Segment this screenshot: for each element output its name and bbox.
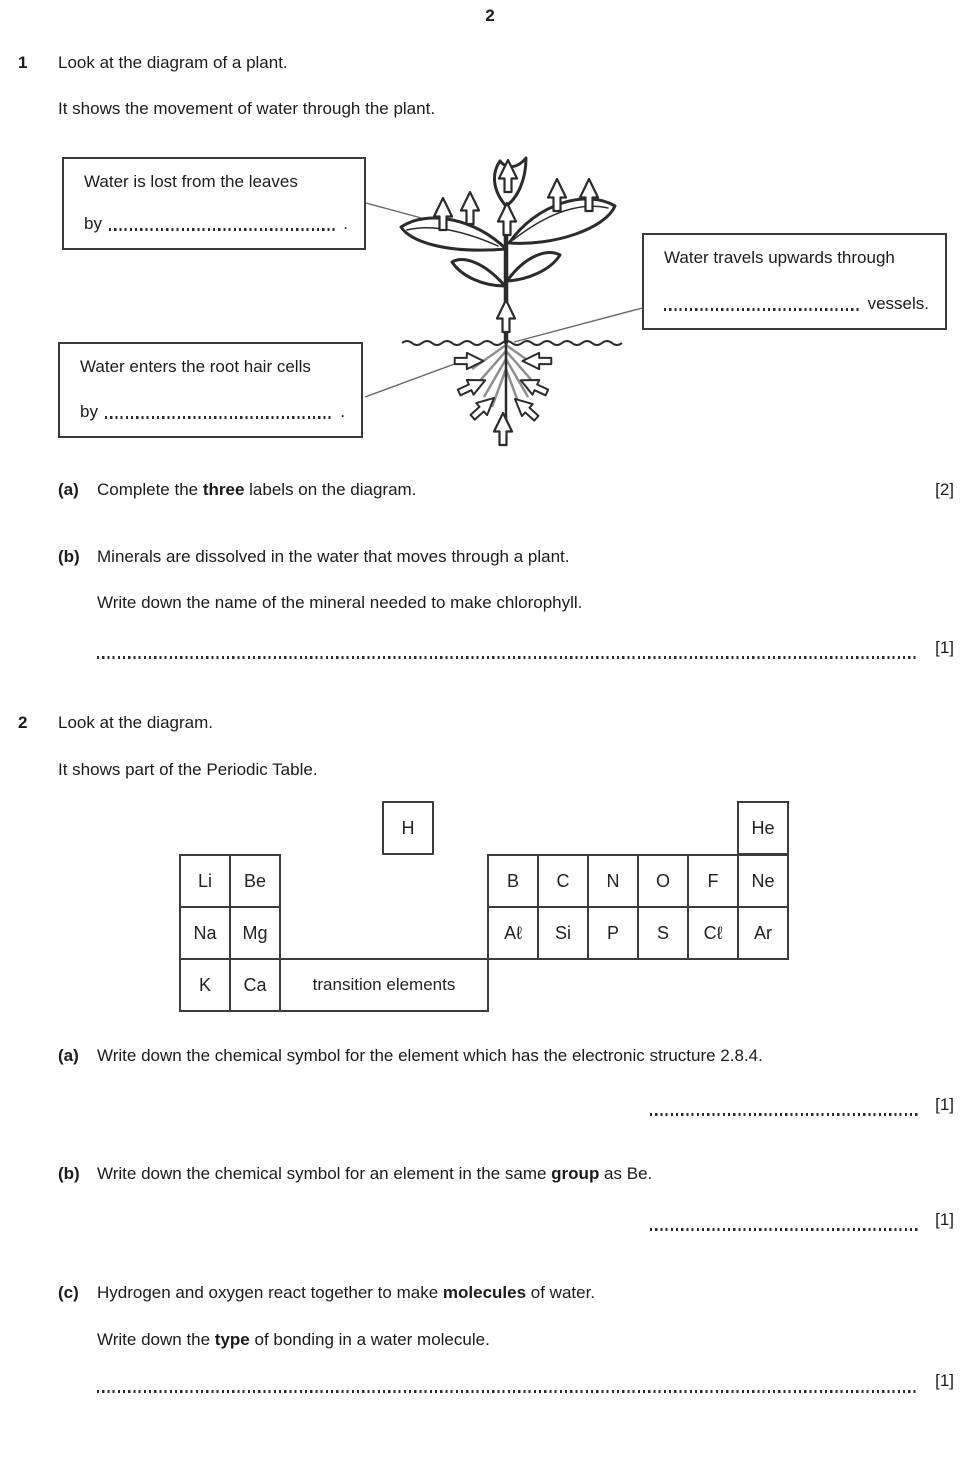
element-cell-Cl: Cℓ xyxy=(687,906,739,960)
element-cell-Al: Aℓ xyxy=(487,906,539,960)
roots xyxy=(471,342,541,423)
element-cell-Na: Na xyxy=(179,906,231,960)
q2-part-c-line1: Hydrogen and oxygen react together to ma… xyxy=(97,1283,596,1302)
q2-part-a: (a) Write down the chemical symbol for t… xyxy=(58,1046,763,1066)
element-cell-P: P xyxy=(587,906,639,960)
label-box-vessels-suffix: vessels. xyxy=(867,294,929,313)
element-cell-Si: Si xyxy=(537,906,589,960)
element-cell-F: F xyxy=(687,854,739,908)
q2-intro1-text: Look at the diagram. xyxy=(58,713,213,732)
label-box-leaves-blank[interactable] xyxy=(108,228,337,231)
q2-part-b-text: Write down the chemical symbol for an el… xyxy=(97,1164,653,1183)
transition-elements-cell: transition elements xyxy=(279,958,489,1012)
label-box-roots: Water enters the root hair cells by . xyxy=(58,342,363,438)
plant-diagram-illustration xyxy=(364,156,647,447)
q2-part-c-answer-line[interactable] xyxy=(97,1390,918,1393)
element-cell-K: K xyxy=(179,958,231,1012)
q2-part-c-label: (c) xyxy=(58,1283,79,1302)
label-box-vessels: Water travels upwards through vessels. xyxy=(642,233,947,330)
left-leaf xyxy=(399,216,508,252)
q2-part-a-mark: [1] xyxy=(935,1095,954,1114)
q2-part-b: (b) Write down the chemical symbol for a… xyxy=(58,1164,652,1184)
q2-part-b-answer-line[interactable] xyxy=(650,1228,920,1231)
label-box-leaves-period: . xyxy=(343,214,348,233)
q1-intro1-text: Look at the diagram of a plant. xyxy=(58,53,288,72)
q2-part-a-answer-line[interactable] xyxy=(650,1113,920,1116)
q1-part-a-text: Complete the three labels on the diagram… xyxy=(97,480,417,499)
label-box-roots-period: . xyxy=(340,402,345,421)
element-cell-Ne: Ne xyxy=(737,854,789,908)
label-box-vessels-blank[interactable] xyxy=(664,308,861,311)
label-box-roots-text: Water enters the root hair cells xyxy=(80,357,311,376)
label-box-roots-by: by xyxy=(80,402,98,421)
mid-right-leaf xyxy=(505,251,562,283)
q1-part-b-line1: Minerals are dissolved in the water that… xyxy=(97,547,570,566)
element-cell-O: O xyxy=(637,854,689,908)
label-box-leaves-by: by xyxy=(84,214,102,233)
q1-part-b-answer-line[interactable] xyxy=(97,656,918,659)
q1-part-b-mark: [1] xyxy=(935,638,954,657)
page-number: 2 xyxy=(485,6,495,25)
q2-part-c: (c) Hydrogen and oxygen react together t… xyxy=(58,1283,595,1303)
q2-number: 2 xyxy=(18,713,28,732)
q2-part-b-mark: [1] xyxy=(935,1210,954,1229)
element-cell-B: B xyxy=(487,854,539,908)
q1-number: 1 xyxy=(18,53,28,72)
q1-intro-line1: 1 Look at the diagram of a plant. xyxy=(18,53,288,73)
q1-part-b-line2: Write down the name of the mineral neede… xyxy=(97,593,583,612)
q2-part-b-label: (b) xyxy=(58,1164,80,1183)
q2-intro-line1: 2 Look at the diagram. xyxy=(18,713,213,733)
element-cell-Be: Be xyxy=(229,854,281,908)
q2-part-c-line2: Write down the type of bonding in a wate… xyxy=(97,1330,490,1349)
element-cell-Mg: Mg xyxy=(229,906,281,960)
element-cell-S: S xyxy=(637,906,689,960)
label-box-vessels-text: Water travels upwards through xyxy=(664,248,895,267)
right-leaf xyxy=(507,197,617,245)
label-box-roots-blank[interactable] xyxy=(104,416,334,419)
q1-intro-line2: It shows the movement of water through t… xyxy=(58,99,436,118)
element-cell-N: N xyxy=(587,854,639,908)
element-cell-Ar: Ar xyxy=(737,906,789,960)
element-cell-C: C xyxy=(537,854,589,908)
element-cell-Li: Li xyxy=(179,854,231,908)
q2-part-a-label: (a) xyxy=(58,1046,79,1065)
label-box-leaves-text: Water is lost from the leaves xyxy=(84,172,298,191)
q1-part-b: (b) Minerals are dissolved in the water … xyxy=(58,547,569,567)
q1-part-a-label: (a) xyxy=(58,480,79,499)
label-box-leaves: Water is lost from the leaves by . xyxy=(62,157,366,250)
element-cell-He: He xyxy=(737,801,789,855)
q1-part-a: (a) Complete the three labels on the dia… xyxy=(58,480,416,500)
q1-part-a-mark: [2] xyxy=(935,480,954,499)
mid-left-leaf xyxy=(450,258,507,288)
element-cell-Ca: Ca xyxy=(229,958,281,1012)
ground-line xyxy=(401,340,623,346)
q1-part-b-label: (b) xyxy=(58,547,80,566)
element-cell-H: H xyxy=(382,801,434,855)
plant-drawing xyxy=(399,156,617,345)
q2-part-c-mark: [1] xyxy=(935,1371,954,1390)
q2-intro-line2: It shows part of the Periodic Table. xyxy=(58,760,318,779)
q2-part-a-text: Write down the chemical symbol for the e… xyxy=(97,1046,763,1065)
